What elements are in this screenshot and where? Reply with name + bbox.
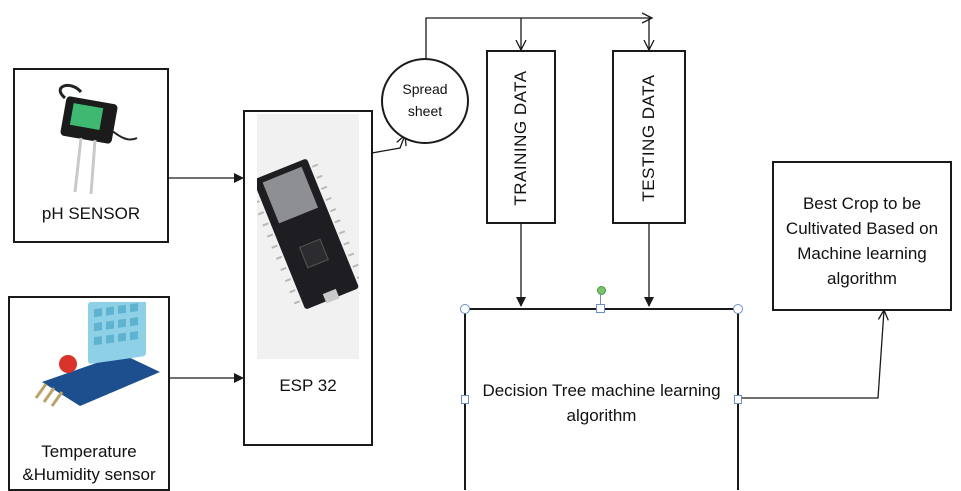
resize-handle-top-left[interactable] (460, 304, 470, 314)
esp32-image (257, 114, 359, 359)
ph-sensor-label: pH SENSOR (41, 204, 141, 223)
resize-handle-right[interactable] (734, 395, 742, 404)
ph-sensor-box: pH SENSOR (13, 68, 169, 243)
best-crop-label: Best Crop to be Cultivated Based on Mach… (785, 194, 939, 288)
decision-tree-label: Decision Tree machine learning algorithm (482, 381, 721, 425)
esp32-label: ESP 32 (279, 376, 337, 395)
best-crop-box: Best Crop to be Cultivated Based on Mach… (772, 161, 952, 311)
edge-spreadsheet-bus (425, 18, 652, 58)
training-data-label: TRAINING DATA (511, 70, 530, 206)
spreadsheet-node: Spread sheet (381, 58, 469, 144)
decision-tree-box[interactable]: Decision Tree machine learning algorithm (464, 308, 739, 490)
testing-data-box: TESTING DATA (612, 50, 686, 224)
temp-sensor-image (34, 302, 160, 407)
spreadsheet-label: Spread sheet (402, 81, 448, 119)
rotate-handle[interactable] (597, 286, 606, 295)
rotate-handle-stem (600, 293, 601, 304)
resize-handle-left[interactable] (461, 395, 469, 404)
resize-handle-top[interactable] (596, 304, 605, 313)
resize-handle-top-right[interactable] (733, 304, 743, 314)
ph-sensor-image (58, 83, 138, 195)
temp-sensor-box: Temperature &Humidity sensor (8, 296, 170, 491)
edge-decision-to-bestcrop (738, 310, 884, 399)
training-data-box: TRAINING DATA (486, 50, 556, 224)
testing-data-label: TESTING DATA (639, 74, 658, 202)
esp32-box: ESP 32 (243, 110, 373, 446)
edge-esp32-to-spreadsheet (371, 135, 405, 154)
temp-sensor-label: Temperature &Humidity sensor (22, 442, 156, 484)
